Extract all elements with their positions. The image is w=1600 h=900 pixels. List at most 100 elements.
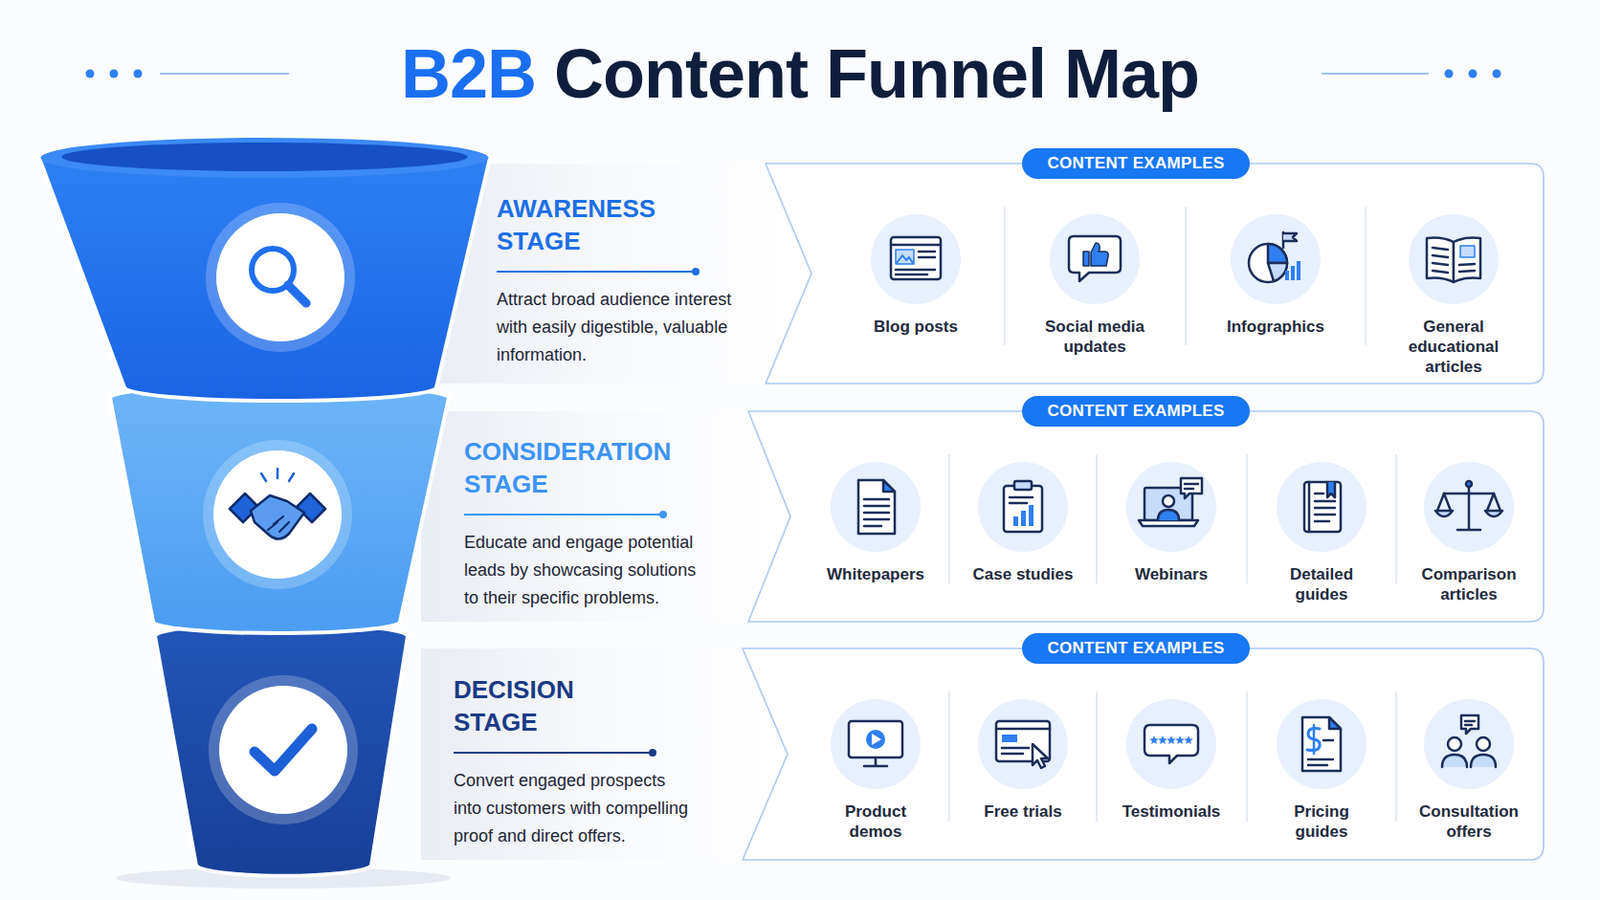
icon-disc <box>1126 462 1217 553</box>
icon-disc <box>977 462 1068 553</box>
example-icon-frame <box>827 696 924 793</box>
underline-dot <box>648 749 657 757</box>
checkmark-icon <box>254 729 312 772</box>
icon-disc <box>219 686 348 815</box>
title-dot <box>133 69 143 79</box>
icon-shape <box>1175 735 1185 745</box>
icon-shape <box>1466 481 1472 488</box>
icon-shape <box>1461 715 1479 734</box>
icon-shape <box>1138 520 1199 527</box>
stage-description: Educate and engage potential leads by sh… <box>464 529 715 613</box>
cell-divider <box>948 691 951 823</box>
icon-ring <box>202 440 353 590</box>
icon-shape <box>1003 486 1043 533</box>
magnifier-icon <box>288 285 307 304</box>
title-wrap: B2B Content Funnel Map <box>0 34 1600 113</box>
icon-disc <box>1049 214 1140 305</box>
examples-panel: Product demosFree trialsTestimonialsPric… <box>742 648 1544 861</box>
icon-shape <box>858 480 895 534</box>
icon-shape <box>883 480 895 492</box>
magnifier-icon <box>251 248 294 291</box>
icon-shape <box>1323 739 1334 743</box>
icon-shape <box>918 256 935 260</box>
icon-shape <box>1442 755 1467 768</box>
icon-disc <box>216 213 345 342</box>
stage-description: Convert engaged prospects into customers… <box>453 767 695 851</box>
title-dot <box>86 69 95 79</box>
cell-divider <box>1095 691 1098 823</box>
icon-shape <box>1285 270 1289 281</box>
icon-shape <box>1184 483 1199 487</box>
icon-shape <box>1001 753 1023 756</box>
example-label: Detailed guides <box>1267 564 1376 605</box>
icon-shape <box>1166 735 1177 745</box>
underline-dot <box>659 511 667 519</box>
example-icon <box>1068 236 1121 282</box>
icon-disc <box>1408 214 1499 305</box>
panel-outline <box>765 163 1544 384</box>
cell-divider <box>1395 454 1398 584</box>
icon-shape <box>1267 263 1288 282</box>
icon-shape <box>1308 758 1334 762</box>
funnel-segment <box>155 623 408 877</box>
handshake-rays <box>261 468 294 482</box>
cell-divider <box>948 454 951 584</box>
content-example: Case studies <box>951 459 1095 585</box>
icon-shape <box>1157 735 1168 745</box>
content-example: Detailed guides <box>1249 459 1394 605</box>
icon-shape <box>1009 496 1033 500</box>
content-example: Blog posts <box>844 211 988 337</box>
content-example: Whitepapers <box>803 459 948 585</box>
icon-shape <box>1432 270 1448 273</box>
icon-shape <box>895 273 928 277</box>
band-arrow <box>421 163 812 384</box>
funnel-segment <box>39 137 490 401</box>
icon-shape <box>1149 735 1159 745</box>
underline-line <box>453 752 653 755</box>
icon-shape <box>866 730 886 750</box>
icon-shape <box>1470 755 1496 768</box>
icon-shape <box>1485 511 1503 517</box>
icon-shape <box>1021 511 1026 527</box>
icon-disc <box>977 699 1068 790</box>
icon-shape <box>1314 500 1335 504</box>
example-label: Social media updates <box>1041 316 1149 357</box>
example-icon-frame <box>1123 459 1220 556</box>
example-icon-frame <box>1123 696 1220 793</box>
stage-band: DECISION STAGE Convert engaged prospects … <box>421 648 788 861</box>
icon-shape <box>871 733 882 746</box>
icon-shape <box>1068 236 1121 282</box>
stage-band: CONSIDERATION STAGEEducate and engage po… <box>421 411 791 623</box>
icon-shape <box>864 525 882 529</box>
icon-shape <box>1467 484 1471 530</box>
icon-shape <box>1184 488 1194 491</box>
icon-shape <box>1290 266 1295 281</box>
icon-shape <box>1308 482 1312 533</box>
example-icon <box>858 480 895 534</box>
icon-shape <box>1308 764 1328 768</box>
cell-divider <box>1245 691 1248 823</box>
icon-shape <box>895 249 914 265</box>
band-content: AWARENESS STAGEAttract broad audience in… <box>421 163 812 370</box>
icon-shape <box>1157 510 1179 521</box>
icon-shape <box>864 498 889 502</box>
cell-divider <box>1395 691 1398 823</box>
examples-panel: WhitepapersCase studiesWebinarsDetailed … <box>748 411 1544 623</box>
example-label: Consultation offers <box>1415 801 1523 843</box>
title-dot <box>1444 69 1454 79</box>
cell-divider <box>1364 206 1367 346</box>
example-label: Blog posts <box>862 316 970 337</box>
example-icon-frame <box>1227 211 1324 308</box>
funnel-shadow <box>115 867 451 889</box>
title-dot <box>1468 69 1478 79</box>
example-icon <box>1304 482 1341 533</box>
band-content: DECISION STAGE Convert engaged prospects … <box>421 648 788 851</box>
handshake-icon <box>296 493 326 523</box>
example-label: General educational articles <box>1400 316 1508 378</box>
example-icon <box>996 721 1050 769</box>
icon-shape <box>1183 735 1194 745</box>
icon-ring <box>205 202 356 353</box>
stage-title: DECISION STAGE <box>453 673 645 739</box>
example-label: Product demos <box>822 801 930 843</box>
title-rule <box>159 72 289 75</box>
